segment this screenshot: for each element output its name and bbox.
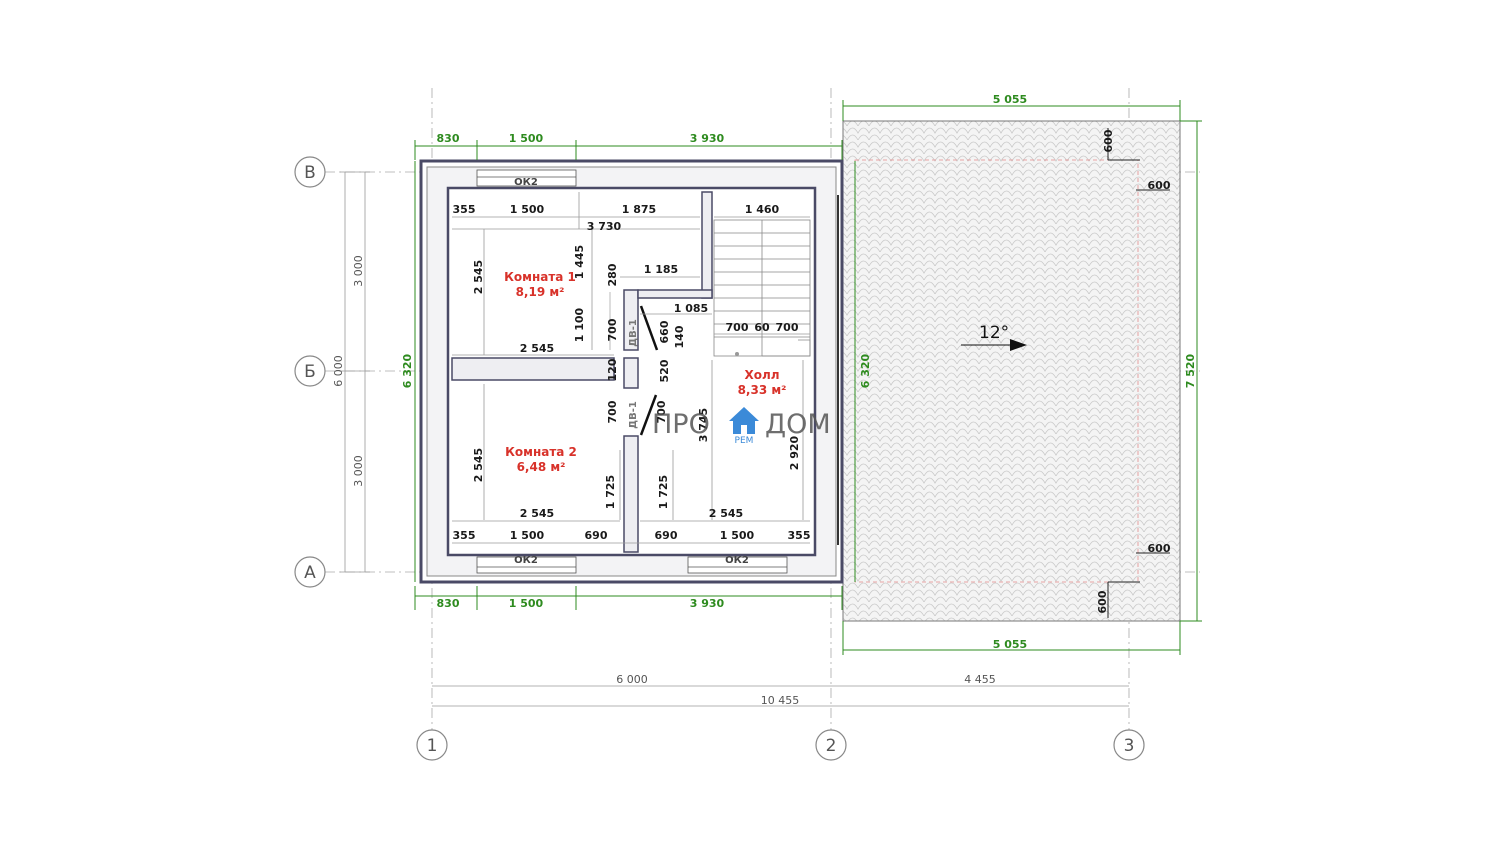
window-label-top: ОК2 [514,177,538,188]
dim: 3 000 [352,255,365,287]
dim: 1 725 [604,475,617,509]
dim: 1 500 [510,529,545,542]
watermark-sub: РЕМ [735,436,754,446]
dim: 355 [453,529,476,542]
gray-dim-lines [340,128,1170,707]
dim: 700 [726,321,749,334]
dim: 830 [437,132,460,145]
gray-dim-text: 3 000 6 000 3 000 6 000 4 455 10 455 [332,255,996,707]
dim: 2 545 [472,260,485,294]
axis-letter-b: Б [304,362,316,382]
dim: 2 545 [520,507,554,520]
window-label-bottom-right: ОК2 [725,555,749,566]
dim: 140 [673,325,686,348]
hall-name: Холл [744,368,779,382]
dim: 1 085 [674,302,708,315]
dim: 2 545 [472,448,485,482]
doors [609,292,659,436]
window-top [476,169,577,187]
dim: 7 520 [1184,353,1197,388]
window-bottom-left [476,556,577,574]
dim: 2 545 [709,507,743,520]
dim: 1 100 [573,307,586,342]
door-label-1: ДВ-1 [628,319,639,347]
dim: 1 725 [657,475,670,509]
dim: 600 [1096,590,1109,613]
watermark-right: ДОМ [765,409,831,440]
axis-number-1: 1 [427,736,438,756]
dim: 355 [788,529,811,542]
axis-letter-v: В [304,163,316,183]
dim: 5 055 [993,93,1027,106]
door-label-2: ДВ-1 [628,401,639,429]
interior-dim-lines [452,192,810,544]
dim: 600 [1102,129,1115,152]
dim: 1 500 [509,132,544,145]
dim: 700 [606,318,619,341]
room-1-name: Комната 1 [504,270,576,284]
dim: 355 [453,203,476,216]
dim: 3 000 [352,455,365,487]
dim: 690 [655,529,678,542]
dim: 1 500 [509,597,544,610]
dim: 600 [1148,179,1171,192]
dim: 1 500 [510,203,545,216]
roof-terrace: 12° [842,120,1181,622]
dim: 700 [776,321,799,334]
dim: 5 055 [993,638,1027,651]
dim: 3 730 [587,220,622,233]
stairs [713,219,811,357]
axis-letter-a: А [304,563,316,583]
dim: 1 460 [745,203,780,216]
room-2-area: 6,48 м² [517,460,566,474]
dim: 280 [606,263,619,286]
house-icon [729,407,759,434]
window-label-bottom-left: ОК2 [514,555,538,566]
dim: 10 455 [761,694,800,707]
dim: 6 000 [332,355,345,387]
dim: 600 [1148,542,1171,555]
watermark-logo: ПРО РЕМ ДОМ [652,407,831,446]
dim: 3 930 [690,132,725,145]
dim: 690 [585,529,608,542]
dim: 700 [606,400,619,423]
room-1-area: 8,19 м² [516,285,565,299]
dim: 660 [658,320,671,343]
dim: 60 [754,321,770,334]
green-dim-text: 830 1 500 3 930 830 1 500 3 930 6 320 6 … [401,93,1197,651]
watermark-left: ПРО [652,409,710,440]
dim: 1 185 [644,263,678,276]
dim: 1 875 [622,203,656,216]
axis-bubbles: В Б А 1 2 3 [294,156,1145,761]
green-dim-lines [414,100,1202,655]
dim: 2 545 [520,342,554,355]
dim: 4 455 [964,673,996,686]
dim: 2 920 [788,435,801,470]
partitions [451,191,713,553]
dim: 6 320 [859,353,872,388]
room-2-name: Комната 2 [505,445,577,459]
dim: 520 [658,359,671,382]
dim: 6 000 [616,673,648,686]
dim: 700 [655,400,668,423]
axis-number-3: 3 [1124,736,1135,756]
black-dim-text: 355 1 500 1 875 3 730 2 545 1 445 280 1 … [453,129,1171,613]
room-labels: Комната 1 8,19 м² Комната 2 6,48 м² Холл… [504,270,786,474]
opening-labels: ОК2 ОК2 ОК2 ДВ-1 ДВ-1 [514,177,749,566]
dim: 3 745 [697,408,710,442]
hall-area: 8,33 м² [738,383,787,397]
window-bottom-right [687,556,788,574]
slope-label: 12° [979,323,1009,343]
dim: 1 445 [573,245,586,279]
dim: 120 [606,358,619,381]
dim: 6 320 [401,353,414,388]
axis-number-2: 2 [826,736,837,756]
dim: 1 500 [720,529,755,542]
dim: 3 930 [690,597,725,610]
dim: 830 [437,597,460,610]
